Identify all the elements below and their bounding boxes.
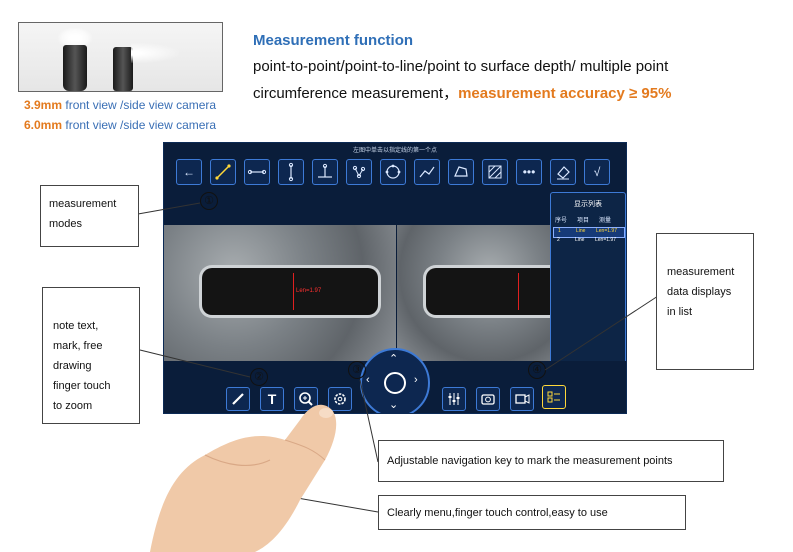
side-view-light-glow — [131, 43, 179, 63]
area-icon[interactable] — [448, 159, 474, 185]
multi-point-icon[interactable] — [346, 159, 372, 185]
callout-notes-line5: to zoom — [53, 400, 93, 412]
section-title: Measurement function — [253, 32, 414, 49]
measurement-types-line: point-to-point/point-to-line/point to su… — [253, 58, 669, 75]
row-value: Len=1.97 — [596, 228, 617, 234]
measurement-accuracy-line: circumference measurement，measurement ac… — [253, 85, 672, 102]
settings-icon[interactable] — [328, 387, 352, 411]
confirm-icon[interactable]: √ — [584, 159, 610, 185]
callout-data-line1: measurement — [667, 266, 735, 278]
callout-notes-line4: finger touch — [53, 380, 111, 392]
text-icon[interactable]: T — [260, 387, 284, 411]
front-view-light-glow — [57, 27, 93, 49]
device-screen: 左图中单击以指定线的第一个点 ← ••• √ Len=1.97 显示列表 序号 … — [163, 142, 627, 414]
length-readout: Len=1.97 — [296, 288, 322, 294]
marker-1: ① — [200, 192, 218, 210]
polyline-icon[interactable] — [414, 159, 440, 185]
finger-hand-image — [150, 404, 337, 552]
callout-data-line3: in list — [667, 306, 693, 318]
hatch-icon[interactable] — [482, 159, 508, 185]
callout-notes: note text, mark, free drawing finger tou… — [42, 287, 140, 424]
right-measurement-line — [518, 273, 519, 310]
callout-notes-line2: mark, free — [53, 340, 103, 352]
callout-menu-text: Clearly menu,finger touch control,easy t… — [387, 507, 608, 519]
callout-data: measurement data displays in list — [656, 233, 754, 370]
front-view-camera-tip — [63, 45, 87, 91]
zoom-icon[interactable] — [294, 387, 318, 411]
spec-line-6-0mm: 6.0mm front view /side view camera — [24, 118, 217, 132]
point-to-surface-icon[interactable] — [312, 159, 338, 185]
connector-notes — [139, 349, 251, 378]
row-item: Line — [575, 237, 585, 243]
marker-2: ② — [250, 368, 268, 386]
col-measure: 测量 — [599, 218, 612, 224]
side-view-camera-tip — [113, 47, 133, 91]
point-to-point-icon[interactable] — [210, 159, 236, 185]
screen-instruction: 左图中单击以指定线的第一个点 — [352, 148, 437, 154]
camera-icon[interactable] — [476, 387, 500, 411]
nav-up-icon[interactable]: ⌃ — [389, 353, 399, 365]
col-item: 项目 — [577, 218, 590, 224]
camera-product-photo — [18, 22, 223, 92]
callout-notes-line1: note text, — [53, 320, 99, 332]
callout-nav-text: Adjustable navigation key to mark the me… — [387, 455, 673, 467]
list-item[interactable]: 1 Line Len=1.97 — [553, 227, 625, 238]
callout-modes-line2: modes — [49, 218, 83, 230]
nav-left-icon[interactable]: ‹ — [366, 374, 370, 386]
connector-data — [544, 295, 659, 371]
eraser-icon[interactable] — [550, 159, 576, 185]
callout-modes-line1: measurement — [49, 198, 117, 210]
left-image-slot — [202, 268, 378, 315]
circle-icon[interactable] — [380, 159, 406, 185]
connector-modes — [137, 202, 201, 215]
left-measurement-line — [293, 273, 294, 310]
callout-data-line2: data displays — [667, 286, 732, 298]
adjust-icon[interactable] — [442, 387, 466, 411]
connector-nav — [359, 379, 379, 463]
nav-right-icon[interactable]: › — [414, 374, 418, 386]
list-item[interactable]: 2 Line Len=1.97 — [553, 237, 623, 246]
nav-center-button[interactable] — [384, 372, 406, 394]
row-id: 1 — [558, 228, 561, 234]
nav-down-icon[interactable]: ⌄ — [389, 399, 399, 411]
row-value: Len=1.97 — [595, 237, 616, 243]
callout-nav: Adjustable navigation key to mark the me… — [378, 440, 724, 482]
pen-icon[interactable] — [226, 387, 250, 411]
depth-icon[interactable] — [278, 159, 304, 185]
point-to-line-icon[interactable] — [244, 159, 270, 185]
back-arrow-icon[interactable]: ← — [176, 159, 202, 185]
more-icon[interactable]: ••• — [516, 159, 542, 185]
list-icon[interactable] — [542, 385, 566, 409]
callout-modes: measurement modes — [40, 185, 139, 247]
panel-title: 显示列表 — [574, 201, 602, 208]
row-id: 2 — [557, 237, 560, 243]
panel-header-row: 序号 项目 测量 — [553, 215, 623, 225]
spec-line-3-9mm: 3.9mm front view /side view camera — [24, 98, 217, 112]
callout-notes-line3: drawing — [53, 360, 92, 372]
col-index: 序号 — [555, 218, 568, 224]
right-image-slot — [426, 268, 550, 315]
record-icon[interactable] — [510, 387, 534, 411]
row-item: Line — [576, 228, 586, 234]
marker-3: ③ — [348, 361, 366, 379]
callout-menu: Clearly menu,finger touch control,easy t… — [378, 495, 686, 530]
measurement-list-panel: 显示列表 序号 项目 测量 1 Line Len=1.97 2 Line Len… — [550, 192, 626, 364]
navigation-dpad[interactable]: ⌃ ⌄ ‹ › — [360, 348, 430, 413]
